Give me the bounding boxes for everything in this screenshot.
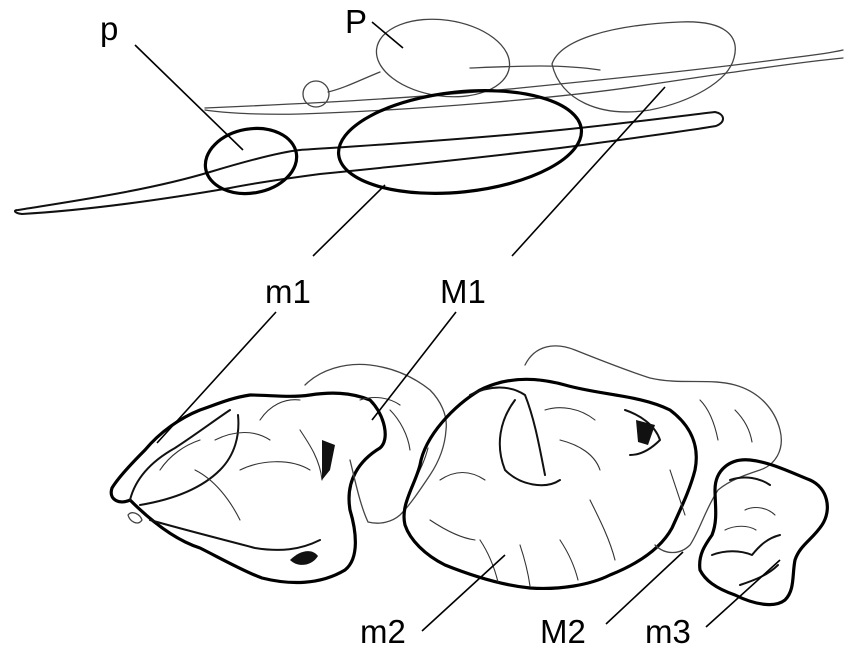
- lower-molar-m1: [333, 80, 586, 205]
- tooth-m3-details: [725, 508, 775, 530]
- tooth-M2-crown: [525, 346, 781, 553]
- labels: p P m1 M1 m2 M2 m3: [100, 3, 691, 649]
- occlusal-outline-view: [15, 11, 843, 214]
- connector-line: [328, 66, 600, 92]
- label-p: p: [100, 10, 118, 47]
- tooth-m1-shadow: [322, 440, 335, 480]
- label-m1: m1: [265, 273, 311, 310]
- tooth-M2-details: [670, 400, 752, 515]
- upper-row-line: [205, 50, 843, 114]
- leader-p: [135, 45, 243, 150]
- upper-molar-M1: [552, 22, 735, 112]
- tooth-m1-root: [290, 551, 318, 565]
- leader-m1-top: [313, 185, 385, 256]
- leader-m3: [706, 560, 780, 627]
- leader-M1-bottom: [372, 312, 456, 420]
- crown-profile-view: [111, 346, 827, 605]
- lower-row-line: [15, 112, 723, 214]
- tooth-m1-tip: [128, 513, 142, 523]
- label-M2: M2: [540, 613, 586, 649]
- tooth-m1-crown: [111, 393, 385, 582]
- label-M1: M1: [440, 273, 486, 310]
- leader-m1-bottom: [157, 312, 276, 443]
- leader-m2: [422, 555, 505, 631]
- label-m3: m3: [645, 613, 691, 649]
- tooth-m2-shadow: [636, 420, 655, 445]
- leader-M1-top: [512, 87, 665, 256]
- tooth-m2-inner: [470, 388, 660, 486]
- tooth-m2-details: [430, 408, 615, 586]
- label-m2: m2: [360, 613, 406, 649]
- tooth-m1-inner: [130, 410, 320, 550]
- label-P: P: [345, 3, 367, 40]
